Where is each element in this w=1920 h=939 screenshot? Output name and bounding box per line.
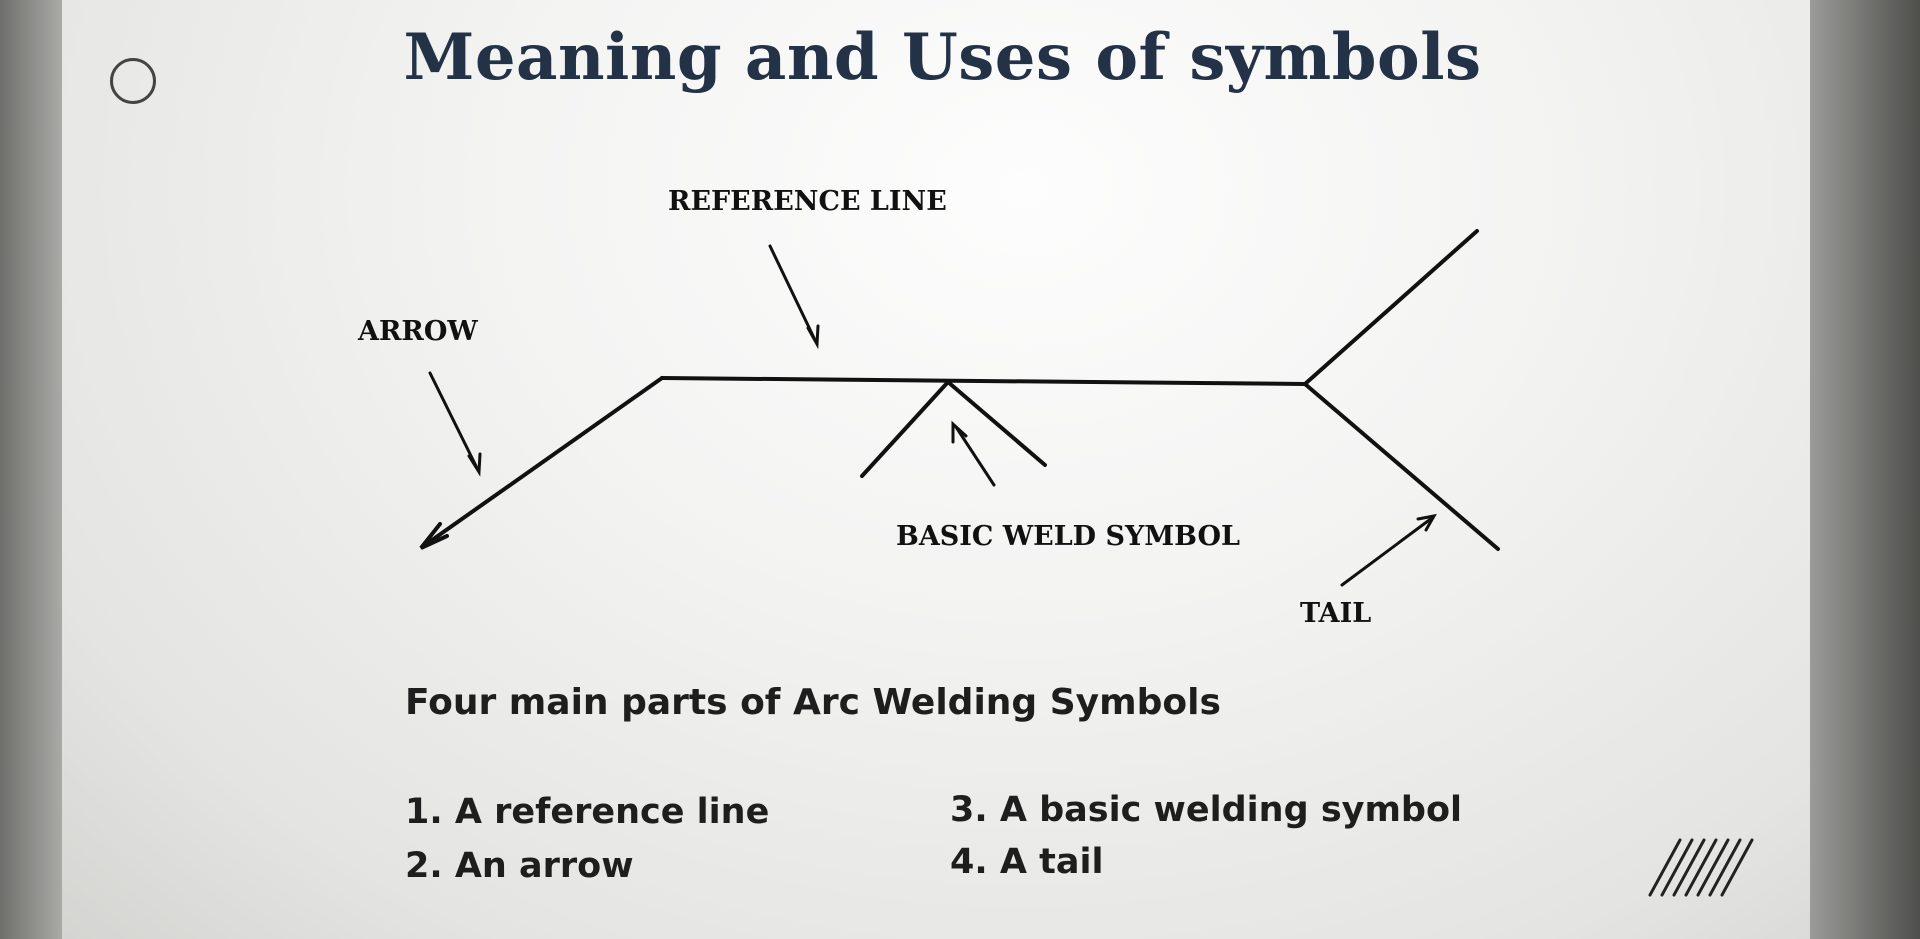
monitor-bezel-right (1810, 0, 1920, 939)
label-tail: TAIL (1300, 598, 1371, 629)
pointer-weld-symbol (954, 425, 996, 487)
slide-area (62, 0, 1810, 939)
circle-button-icon[interactable] (110, 58, 156, 104)
weld-symbol-left (860, 380, 950, 478)
tail-upper-line (1303, 229, 1479, 386)
stripes-decoration-icon (1648, 838, 1754, 897)
weld-symbol-right (946, 380, 1047, 467)
part-item-2: 2. An arrow (405, 846, 634, 886)
pointer-weld-head (951, 420, 968, 444)
arrow-head (419, 522, 449, 550)
pointer-arrow-head (467, 452, 482, 477)
reference-line (660, 376, 1307, 386)
tail-lower-line (1303, 382, 1500, 551)
parts-heading: Four main parts of Arc Welding Symbols (405, 682, 1221, 723)
label-reference-line: REFERENCE LINE (668, 186, 947, 217)
pointer-tail (1340, 516, 1434, 587)
arrow-line (423, 376, 664, 547)
pointer-arrow (428, 371, 479, 470)
pointer-reference-head (806, 324, 820, 350)
pointer-reference-line (768, 244, 817, 342)
part-item-4: 4. A tail (950, 842, 1104, 882)
pointer-tail-head (1416, 513, 1437, 532)
part-item-1: 1. A reference line (405, 792, 770, 832)
part-item-3: 3. A basic welding symbol (950, 790, 1463, 830)
monitor-bezel-left (0, 0, 62, 939)
label-basic-weld-symbol: BASIC WELD SYMBOL (896, 521, 1240, 552)
slide-title: Meaning and Uses of symbols (403, 20, 1482, 95)
label-arrow: ARROW (357, 316, 478, 347)
